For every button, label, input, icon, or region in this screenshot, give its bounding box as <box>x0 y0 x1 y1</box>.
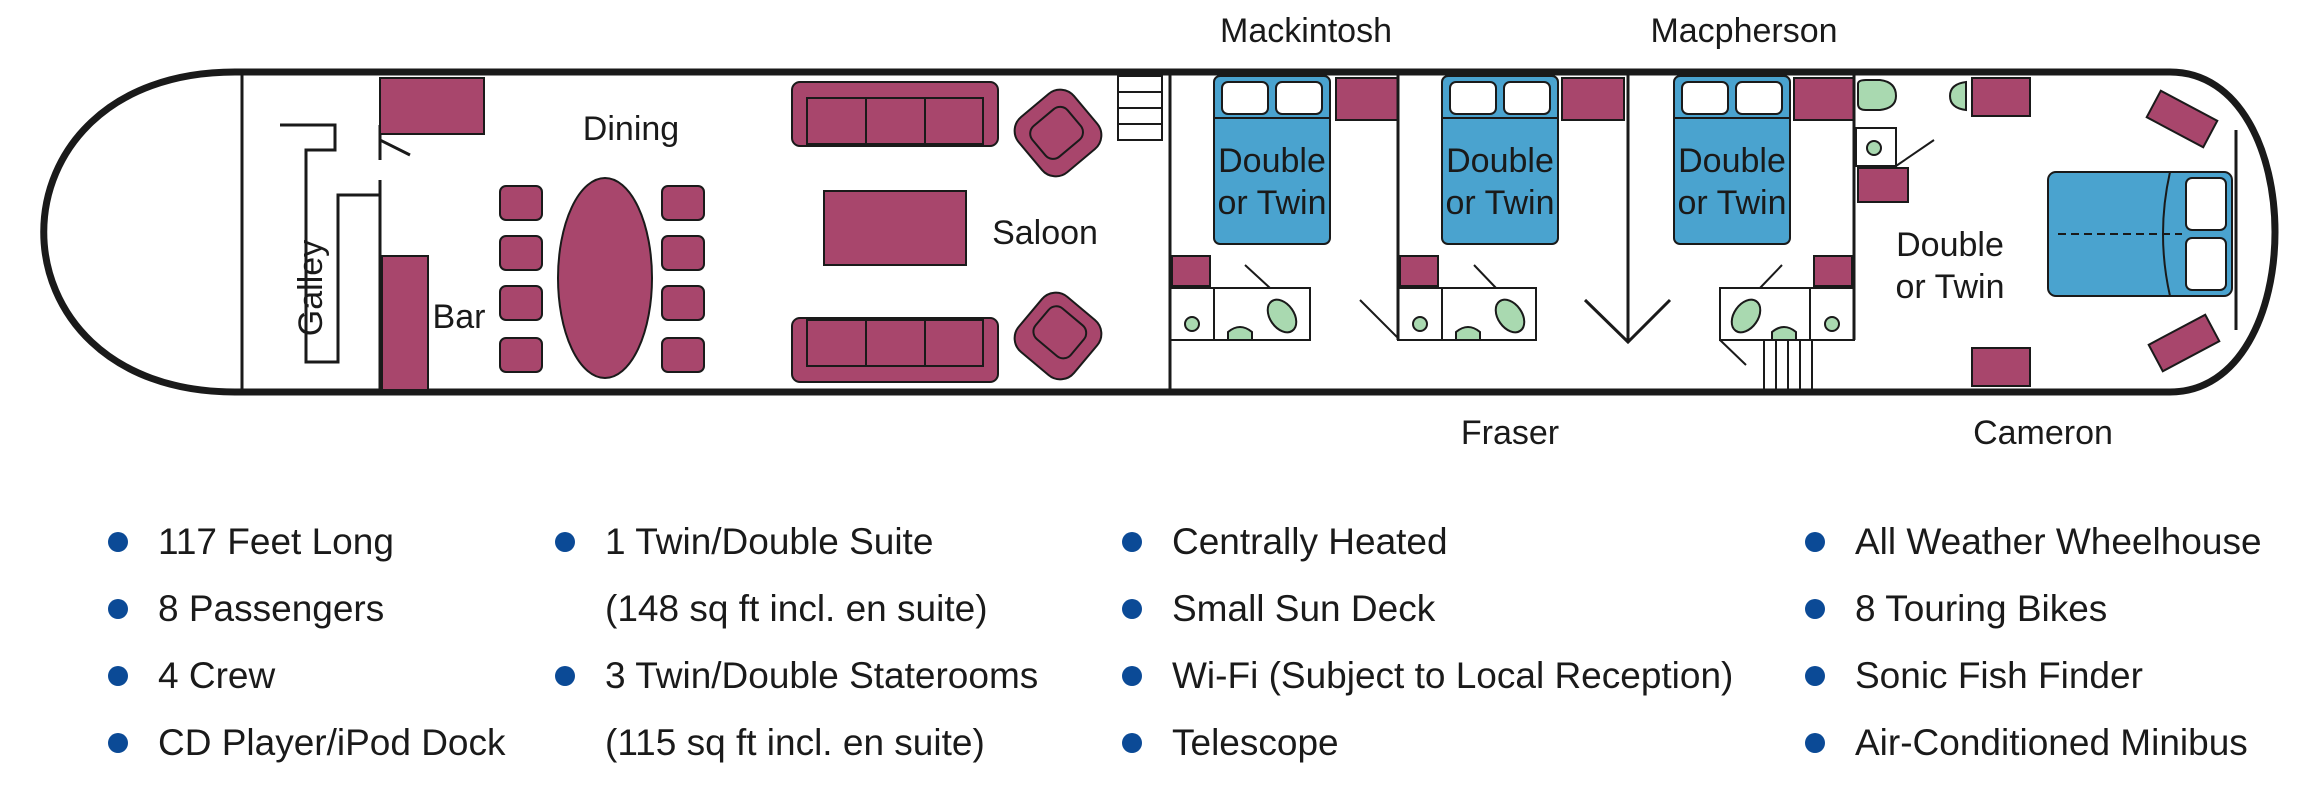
feature-text: 1 Twin/Double Suite <box>605 521 934 562</box>
feature-text: Small Sun Deck <box>1172 588 1436 629</box>
bed-label-mackintosh-2: or Twin <box>1218 184 1327 222</box>
dining-chair <box>499 185 543 221</box>
feature-text: 8 Touring Bikes <box>1855 588 2108 629</box>
bullet-icon <box>1122 666 1142 686</box>
bullet-icon <box>1122 599 1142 619</box>
bullet-icon <box>108 532 128 552</box>
feature-text: CD Player/iPod Dock <box>158 722 506 763</box>
bullet-icon <box>1805 532 1825 552</box>
feature-text: (115 sq ft incl. en suite) <box>605 722 985 763</box>
bullet-icon <box>1805 733 1825 753</box>
bed-label-fraser-2: or Twin <box>1446 184 1555 222</box>
cabin-cameron-shelf <box>1857 167 1909 203</box>
coffee-table <box>823 190 967 266</box>
hull-outline <box>40 68 2279 396</box>
cabin-name-mackintosh: Mackintosh <box>1220 12 1392 50</box>
cabin-name-macpherson: Macpherson <box>1650 12 1837 50</box>
bullet-icon <box>555 532 575 552</box>
stairs-top <box>1117 75 1163 141</box>
bar-counter <box>381 255 429 391</box>
bed-label-fraser-1: Double <box>1446 142 1554 180</box>
cabin-cameron-bed <box>2047 171 2233 297</box>
cabin-mackintosh-shelf <box>1171 255 1211 287</box>
bed-label-cameron-2: or Twin <box>1896 268 2005 306</box>
dining-chair <box>499 337 543 373</box>
bed-label-macpherson-2: or Twin <box>1678 184 1787 222</box>
dining-table <box>557 177 653 379</box>
feature-text: 4 Crew <box>158 655 276 696</box>
room-label-saloon: Saloon <box>992 214 1098 252</box>
bullet-icon <box>1122 733 1142 753</box>
cabin-mackintosh-bed <box>1213 75 1331 245</box>
bullet-icon <box>1122 532 1142 552</box>
cabin-macpherson-wardrobe <box>1793 77 1855 121</box>
room-label-galley: Galley <box>292 240 330 336</box>
room-label-bar: Bar <box>433 298 486 336</box>
cabin-cameron-fixtures <box>1857 79 1967 156</box>
bed-label-cameron-1: Double <box>1896 226 2004 264</box>
bullet-icon <box>108 666 128 686</box>
bullet-icon <box>1805 599 1825 619</box>
cabin-fraser-fixtures <box>1412 298 1526 341</box>
dining-chair <box>661 185 705 221</box>
dining-chair <box>661 285 705 321</box>
feature-text: Centrally Heated <box>1172 521 1448 562</box>
feature-text: All Weather Wheelhouse <box>1855 521 2262 562</box>
cabin-mackintosh-fixtures <box>1184 298 1298 341</box>
features-list: 117 Feet Long 8 Passengers 4 Crew CD Pla… <box>0 520 2314 804</box>
feature-text: Wi-Fi (Subject to Local Reception) <box>1172 655 1734 696</box>
dining-chair <box>661 235 705 271</box>
bullet-icon <box>555 666 575 686</box>
cabin-mackintosh-wardrobe <box>1335 77 1399 121</box>
feature-text: Telescope <box>1172 722 1339 763</box>
bullet-icon <box>108 599 128 619</box>
dining-chair <box>661 337 705 373</box>
galley-cupboard <box>379 77 485 135</box>
cabin-fraser-bed <box>1441 75 1559 245</box>
cabin-cameron-nightstand-top <box>2145 89 2219 149</box>
cabin-macpherson-shelf <box>1813 255 1853 287</box>
cabin-cameron-dresser <box>1971 347 2031 387</box>
dining-chair <box>499 235 543 271</box>
bed-label-macpherson-1: Double <box>1678 142 1786 180</box>
bed-label-mackintosh-1: Double <box>1218 142 1326 180</box>
stairs-bottom <box>1763 339 1813 393</box>
feature-text: 8 Passengers <box>158 588 385 629</box>
feature-text: (148 sq ft incl. en suite) <box>605 588 988 629</box>
corridor-arrow <box>1583 298 1672 345</box>
room-label-dining: Dining <box>583 110 679 148</box>
feature-text: Sonic Fish Finder <box>1855 655 2143 696</box>
cabin-cameron-ensuite <box>1855 127 1935 167</box>
feature-text: 3 Twin/Double Staterooms <box>605 655 1039 696</box>
cabin-name-cameron: Cameron <box>1973 414 2113 452</box>
dining-chair <box>499 285 543 321</box>
saloon-sofa-bottom <box>791 317 999 383</box>
galley-counter <box>280 123 380 364</box>
cabin-cameron-nightstand-bottom <box>2147 313 2221 373</box>
armchair-top <box>1013 88 1103 178</box>
bullet-icon <box>108 733 128 753</box>
cabin-cameron-wardrobe <box>1971 77 2031 117</box>
deck-plan: Galley Bar Dining Saloon Mackintosh Macp… <box>40 12 2279 452</box>
dining-chairs <box>499 185 705 373</box>
feature-text: 117 Feet Long <box>158 521 394 562</box>
cabin-macpherson-bed <box>1673 75 1791 245</box>
saloon-sofa-top <box>791 81 999 147</box>
cabin-name-fraser: Fraser <box>1461 414 1559 452</box>
bullet-icon <box>1805 666 1825 686</box>
armchair-bottom <box>1013 291 1103 381</box>
cabin-macpherson-fixtures <box>1730 298 1840 341</box>
cabin-fraser-shelf <box>1399 255 1439 287</box>
cabin-fraser-wardrobe <box>1561 77 1625 121</box>
feature-text: Air-Conditioned Minibus <box>1855 722 2248 763</box>
